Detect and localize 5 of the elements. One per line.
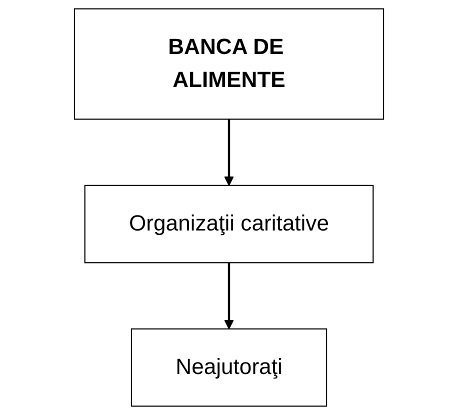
arrow [224,119,234,186]
node-box: Neajutoraţi [130,328,328,407]
arrow [224,262,234,330]
node-box: BANCA DE ALIMENTE [74,8,384,120]
node-box: Organizaţii caritative [84,184,374,264]
